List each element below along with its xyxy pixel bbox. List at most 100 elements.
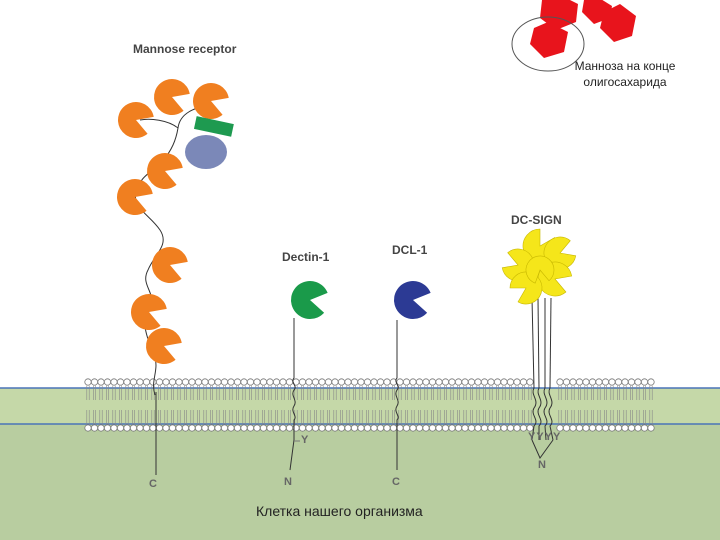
lipid-tail (509, 410, 512, 425)
lipid-tail (649, 410, 653, 425)
lipid-tail (496, 385, 499, 400)
lipid-tail (424, 385, 428, 400)
lipid-tail (197, 385, 200, 400)
lipid-head (435, 424, 443, 432)
lipid-head (575, 424, 584, 432)
lipid-head (370, 378, 378, 386)
lipid-tail (93, 385, 96, 400)
lipid-tail (190, 410, 194, 425)
dcsign-label: DC-SIGN (511, 213, 562, 227)
lipid-head (233, 378, 242, 386)
lipid-head (614, 424, 623, 432)
lipid-tail (623, 385, 627, 400)
lipid-tail (444, 410, 447, 425)
lipid-head (207, 378, 216, 386)
lipid-head (97, 378, 105, 386)
lipid-tail (333, 410, 337, 425)
lipid-head (201, 378, 209, 386)
lipid-head (480, 378, 489, 386)
mannose-receptor-domain (130, 294, 167, 330)
lipid-head (467, 378, 476, 386)
lipid-tail (262, 410, 265, 425)
lipid-head (376, 378, 385, 386)
lipid-tail (346, 385, 350, 400)
lipid-tail (610, 385, 614, 400)
lipid-head (627, 424, 636, 432)
lipid-tail (353, 385, 356, 400)
lipid-head (84, 424, 92, 432)
lipid-head (110, 378, 118, 386)
lipid-tail (372, 385, 376, 400)
lipid-tail (617, 410, 620, 425)
mannose-receptor-domain (146, 153, 183, 189)
lipid-tail (431, 385, 434, 400)
lipid-tail (463, 410, 467, 425)
lipid-tail (132, 410, 135, 425)
lipid-tail (571, 410, 575, 425)
lipid-head (136, 378, 144, 386)
lipid-head (129, 424, 138, 432)
lipid-head (181, 424, 190, 432)
lipid-tail (379, 385, 382, 400)
lipid-tail (405, 410, 408, 425)
lipid-head (363, 378, 372, 386)
lipid-head (634, 378, 642, 386)
lipid-tail (411, 385, 415, 400)
lipid-head (188, 378, 196, 386)
lipid-head (363, 424, 372, 432)
dectin-label: Dectin-1 (282, 250, 330, 264)
lipid-head (454, 424, 463, 432)
lipid-tail (255, 385, 259, 400)
lipid-tail (470, 385, 473, 400)
lipid-tail (236, 385, 239, 400)
dcl-domain (394, 280, 431, 319)
lipid-bilayer (84, 378, 655, 432)
lipid-head (383, 424, 391, 432)
lipid-tail (604, 410, 607, 425)
lipid-tail (145, 410, 148, 425)
lipid-head (526, 424, 534, 432)
lipid-tail (158, 410, 161, 425)
lipid-tail (119, 410, 122, 425)
lipid-tail (99, 385, 103, 400)
lipid-head (487, 424, 495, 432)
lipid-head (357, 378, 365, 386)
lipid-tail (86, 410, 90, 425)
lipid-tail (424, 410, 428, 425)
lipid-head (188, 424, 196, 432)
lipid-head (162, 424, 170, 432)
ligand-blue-oval (185, 135, 227, 169)
lipid-tail (145, 385, 148, 400)
lipid-head (116, 378, 125, 386)
lipid-head (582, 424, 590, 432)
lipid-head (474, 378, 482, 386)
lipid-head (324, 424, 333, 432)
lipid-head (474, 424, 482, 432)
lipid-head (168, 378, 177, 386)
lipid-tail (210, 385, 213, 400)
lipid-tail (158, 385, 161, 400)
lipid-tail (197, 410, 200, 425)
lipid-tail (99, 410, 103, 425)
ligand-green-bar (193, 116, 234, 137)
lipid-tail (262, 385, 265, 400)
lipid-head (493, 378, 502, 386)
lipid-tail (604, 385, 607, 400)
lipid-tail (301, 410, 304, 425)
lipid-head (207, 424, 216, 432)
lipid-head (259, 378, 268, 386)
lipid-head (246, 424, 255, 432)
lipid-tail (597, 410, 601, 425)
lipid-head (90, 424, 99, 432)
lipid-tail (515, 385, 519, 400)
lipid-head (441, 378, 450, 386)
lipid-head (175, 424, 183, 432)
lipid-head (588, 424, 597, 432)
lipid-head (194, 424, 203, 432)
lipid-head (487, 378, 495, 386)
lipid-head (103, 378, 112, 386)
lipid-tail (216, 410, 220, 425)
lipid-tail (177, 385, 181, 400)
dcsign-domain (525, 255, 555, 284)
lipid-head (614, 378, 623, 386)
